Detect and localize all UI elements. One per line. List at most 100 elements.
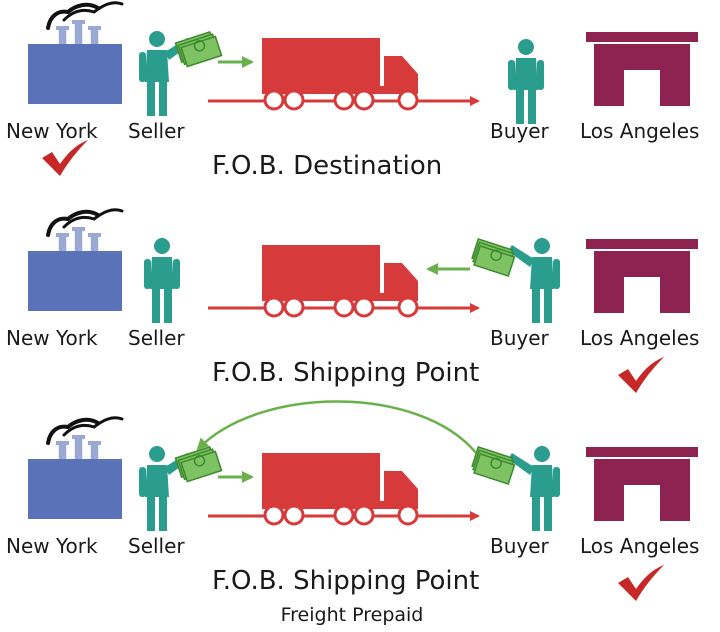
factory-base: [28, 459, 122, 519]
money-icon: [174, 31, 223, 68]
warehouse-body: [594, 251, 690, 313]
reimburse-arrow: [196, 400, 477, 454]
arm-raised: [508, 245, 534, 267]
head: [154, 238, 170, 254]
money-icon: [174, 446, 223, 483]
arm: [537, 60, 544, 90]
truck-icon: [262, 245, 419, 318]
torso: [514, 58, 538, 90]
buyer-label: Buyer: [490, 534, 550, 558]
destination-label: Los Angeles: [580, 534, 699, 558]
panel-title: F.O.B. Destination: [212, 151, 442, 181]
buyer-label: Buyer: [490, 326, 550, 350]
truck-icon: [262, 38, 419, 111]
person-icon: [508, 446, 560, 531]
head: [534, 446, 550, 462]
warehouse-icon: [586, 239, 698, 313]
leg: [147, 495, 155, 531]
truck-wheel: [353, 89, 375, 111]
seller-label: Seller: [128, 534, 185, 558]
truck-icon: [262, 453, 419, 526]
origin-label: New York: [6, 326, 98, 350]
seller-label: Seller: [128, 119, 185, 143]
factory-base: [28, 251, 122, 311]
checkmark-icon: [618, 565, 664, 601]
smoke: [62, 1, 124, 22]
torso: [530, 465, 554, 497]
smoke: [62, 416, 124, 437]
truck-chassis: [262, 501, 418, 509]
truck-cab: [384, 56, 418, 92]
smoke: [46, 2, 100, 30]
arm: [139, 52, 146, 82]
leg: [544, 495, 552, 531]
smoke: [46, 209, 100, 237]
leg: [152, 287, 160, 323]
panel-subtitle: Freight Prepaid: [281, 604, 424, 626]
bill: [473, 244, 516, 278]
truck-cab: [384, 471, 418, 507]
panel-title: F.O.B. Shipping Point: [212, 566, 479, 596]
truck-wheel: [283, 504, 305, 526]
factory-icon: [28, 416, 124, 519]
origin-label: New York: [6, 534, 98, 558]
leg: [532, 287, 540, 323]
leg: [532, 495, 540, 531]
head: [518, 39, 534, 55]
origin-label: New York: [6, 119, 98, 143]
truck-wheel: [353, 296, 375, 318]
warehouse-roof: [586, 447, 698, 457]
money-icon: [471, 238, 516, 278]
truck-wheel: [283, 296, 305, 318]
leg: [164, 287, 172, 323]
arm: [553, 259, 560, 289]
warehouse-roof: [586, 32, 698, 42]
person-icon: [508, 238, 560, 323]
torso: [145, 50, 169, 82]
leg: [528, 88, 536, 124]
head: [149, 31, 165, 47]
warehouse-roof: [586, 239, 698, 249]
truck-trailer: [262, 245, 380, 297]
truck-wheel: [263, 296, 285, 318]
seller-label: Seller: [128, 326, 185, 350]
factory-icon: [28, 1, 124, 104]
leg: [159, 80, 167, 116]
smoke: [62, 208, 124, 229]
bill: [180, 450, 223, 483]
leg: [147, 80, 155, 116]
buyer-label: Buyer: [490, 119, 550, 143]
smoke: [46, 417, 100, 445]
truck-chassis: [262, 86, 418, 94]
factory-base: [28, 44, 122, 104]
checkmark-icon: [42, 140, 88, 176]
checkmark-icon: [618, 357, 664, 393]
warehouse-body: [594, 44, 690, 106]
truck-trailer: [262, 38, 380, 90]
factory-icon: [28, 208, 124, 311]
truck-cab: [384, 263, 418, 299]
leg: [544, 287, 552, 323]
bill: [473, 452, 516, 486]
bill: [180, 35, 223, 68]
warehouse-icon: [586, 32, 698, 106]
truck-wheel: [397, 89, 419, 111]
arm: [139, 467, 146, 497]
arm-raised: [508, 453, 534, 475]
head: [149, 446, 165, 462]
arm: [173, 259, 180, 289]
truck-wheel: [333, 296, 355, 318]
arm: [553, 467, 560, 497]
truck-trailer: [262, 453, 380, 505]
warehouse-body: [594, 459, 690, 521]
truck-wheel: [397, 504, 419, 526]
truck-wheel: [353, 504, 375, 526]
person-icon: [144, 238, 180, 323]
truck-wheel: [333, 504, 355, 526]
person-icon: [508, 39, 544, 124]
destination-label: Los Angeles: [580, 326, 699, 350]
